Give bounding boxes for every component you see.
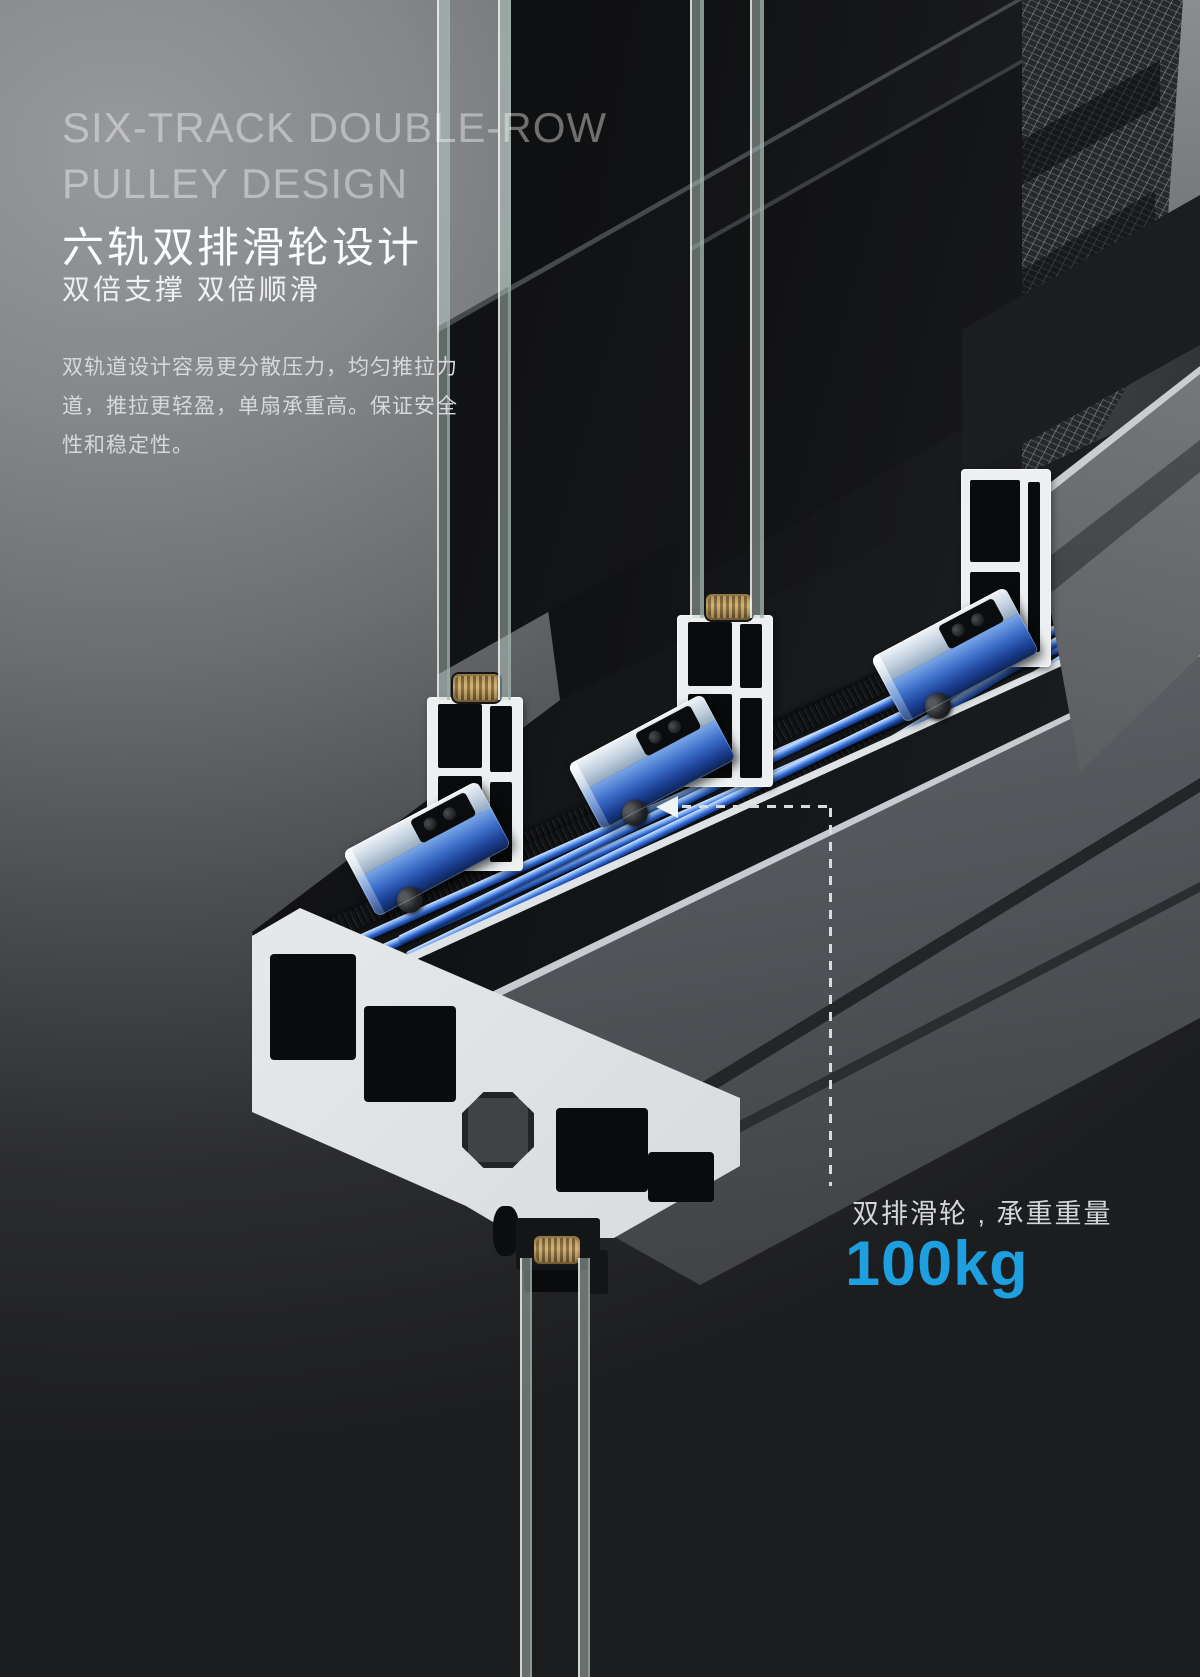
body-line: 性和稳定性。	[62, 434, 194, 457]
glass-spacer-gold	[704, 592, 754, 622]
sill-chamber	[524, 1250, 580, 1292]
sash-chamber	[688, 622, 732, 686]
title-chinese: 六轨双排滑轮设计	[62, 224, 423, 271]
sill-rubber-gasket	[462, 1092, 534, 1168]
sill-chamber	[648, 1152, 714, 1202]
pulley-edge-glint	[870, 653, 914, 724]
pulley-adjust-screw	[617, 795, 653, 831]
body-paragraph: 双轨道设计容易更分散压力，均匀推拉力 道，推拉更轻盈，单扇承重高。保证安全 性和…	[62, 348, 502, 465]
glazing-block	[516, 1218, 600, 1270]
pulley-front-face	[356, 807, 512, 918]
pulley-front-face	[581, 720, 737, 831]
pulley-wheel	[665, 717, 684, 736]
sash-chamber	[490, 706, 512, 772]
callout-arrow-left-icon	[656, 796, 678, 818]
sash-chamber	[438, 776, 482, 862]
title-english-line2: PULLEY DESIGN	[62, 160, 409, 207]
rail-bar	[305, 628, 1095, 987]
callout-label: 双排滑轮 , 承重重量	[852, 1199, 1113, 1229]
pulley-edge-glint	[567, 760, 611, 831]
sash-chamber	[740, 624, 762, 688]
pulley-wheel-slot	[937, 597, 1005, 650]
pulley-block-2	[567, 693, 737, 831]
body-line: 双轨道设计容易更分散压力，均匀推拉力	[62, 356, 458, 379]
pulley-wheel	[440, 804, 459, 823]
sash1-cut-face	[428, 698, 522, 870]
pulley-adjust-screw	[920, 688, 956, 724]
subtitle-chinese: 双倍支撑 双倍顺滑	[62, 274, 321, 305]
title-english: SIX-TRACK DOUBLE-ROW PULLEY DESIGN	[62, 100, 607, 212]
t-rail-divider	[624, 689, 1060, 960]
pulley-top-face	[567, 693, 716, 792]
pulley-highlight	[343, 781, 512, 918]
glass-spacer-gold	[532, 1234, 582, 1266]
pulley-wheel	[421, 815, 439, 833]
pulley-front-face	[884, 613, 1040, 724]
sash2-cut-face	[678, 616, 772, 786]
pulley-wheel	[646, 728, 664, 746]
glass-pane-bottom	[520, 1258, 532, 1677]
rail-bar	[405, 645, 1039, 961]
callout-dashed-line-horizontal	[682, 805, 830, 808]
rail-bar	[598, 623, 1083, 920]
glass-pane	[750, 0, 764, 618]
pulley-block-3	[870, 586, 1040, 724]
blue-rail-pair-back	[598, 623, 1092, 936]
sash-chamber	[970, 572, 1020, 628]
pulley-highlight	[568, 694, 737, 831]
brush-seal-track3	[585, 601, 1076, 908]
callout-dashed-line-vertical	[829, 808, 832, 1186]
brush-seal-track2	[387, 606, 1025, 931]
pulley-top-face	[870, 586, 1019, 685]
blue-rail-pair-middle	[398, 629, 1039, 961]
glazing-clamp	[588, 1250, 608, 1294]
callout-value: 100kg	[845, 1229, 1029, 1299]
body-line: 道，推拉更轻盈，单扇承重高。保证安全	[62, 395, 458, 418]
pulley-adjust-screw	[392, 882, 428, 918]
sill-chamber	[270, 954, 356, 1060]
pulley-block-1	[342, 780, 512, 918]
glass-pane	[690, 0, 704, 618]
sill-edge-gasket	[493, 1206, 519, 1256]
pulley-highlight	[871, 587, 1040, 724]
sill-chamber	[364, 1006, 456, 1102]
brush-seal-track1	[287, 588, 1081, 957]
pulley-wheel-slot	[634, 704, 702, 757]
pulley-top-face	[342, 780, 491, 879]
glass-pane-bottom	[578, 1258, 590, 1677]
rail-bar	[398, 629, 1032, 945]
sash-chamber	[490, 782, 512, 862]
rail-bar	[298, 612, 1088, 971]
glass-spacer-gold	[451, 672, 502, 704]
title-english-line1: SIX-TRACK DOUBLE-ROW	[62, 104, 608, 151]
sash-chamber	[1028, 482, 1040, 652]
sash-chamber	[740, 698, 762, 778]
t-rail-divider	[425, 706, 1007, 1000]
blue-rail-pair-front	[298, 612, 1095, 987]
pulley-wheel	[949, 621, 967, 639]
sash-chamber	[970, 480, 1020, 562]
pulley-wheel-slot	[409, 791, 477, 844]
sash-chamber	[438, 704, 482, 768]
rail-bar	[607, 639, 1092, 936]
screen-sash-cut-face	[962, 470, 1050, 666]
pulley-edge-glint	[342, 847, 386, 918]
sash-chamber	[688, 694, 732, 778]
sill-chamber	[556, 1108, 648, 1192]
pulley-wheel	[968, 610, 987, 629]
